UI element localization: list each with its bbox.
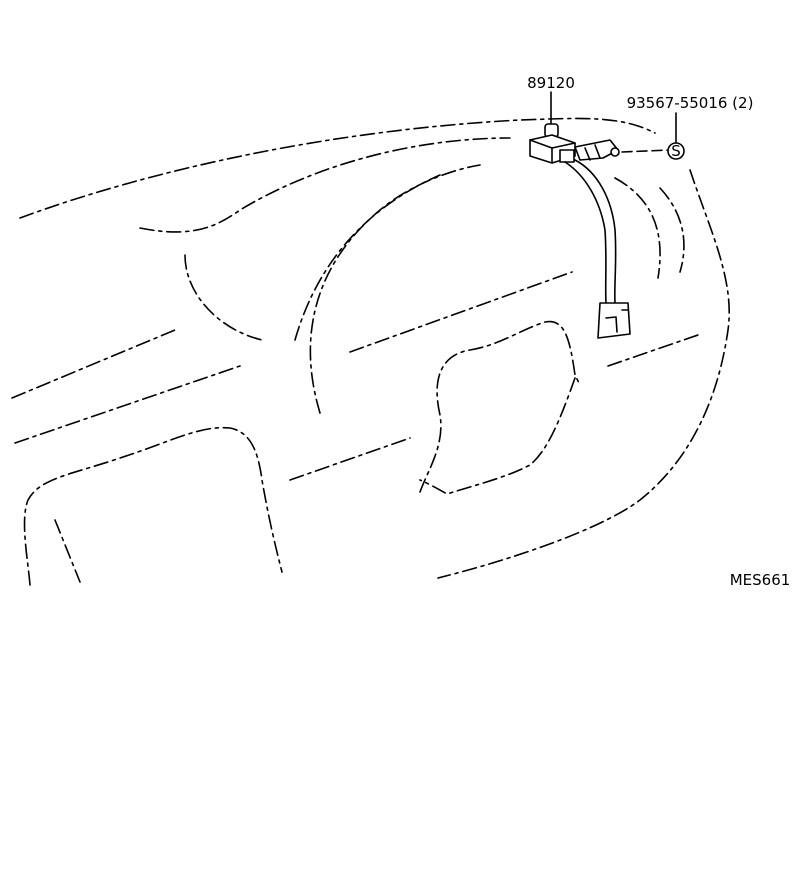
- part-number-sensor: 89120: [527, 74, 575, 92]
- right-pillar: [437, 169, 730, 579]
- glovebox-left-inner: [54, 519, 81, 583]
- wire-connector-detail: [605, 309, 629, 333]
- bracket-tab: [584, 144, 601, 161]
- dash-line-1: [11, 329, 176, 399]
- dash-line-5: [289, 437, 411, 481]
- wire-harness-a: [564, 161, 607, 304]
- glovebox-left: [23, 426, 283, 586]
- bolt-symbol-circle: [667, 142, 685, 160]
- wire-harness-b: [574, 159, 617, 304]
- steering-arc-outer: [294, 174, 441, 341]
- part-number-bolt: 93567-55016 (2): [627, 94, 754, 112]
- dash-bulge-left: [184, 254, 263, 341]
- bracket-hole: [610, 147, 620, 157]
- center-panel-bottom: [419, 377, 576, 495]
- sensor-body-edge: [529, 139, 576, 164]
- bracket-clip: [559, 149, 575, 163]
- mirror-arc-1: [614, 177, 661, 279]
- sensor-assembly: S: [529, 91, 685, 339]
- dash-top-curve: [139, 137, 511, 233]
- center-panel: [419, 320, 581, 493]
- wire-connector: [597, 302, 631, 339]
- dash-line-4: [607, 334, 699, 367]
- bolt-symbol-letter: S: [671, 142, 681, 160]
- bolt-leader-dashed: [621, 149, 671, 153]
- mirror-arc-2: [659, 187, 685, 273]
- figure-code: MES661: [730, 571, 791, 589]
- steering-arc-inner: [309, 164, 481, 414]
- dash-line-3: [349, 271, 573, 353]
- dash-line-2: [14, 365, 241, 444]
- dashboard-outline: [11, 117, 730, 586]
- windshield-edge: [19, 117, 656, 219]
